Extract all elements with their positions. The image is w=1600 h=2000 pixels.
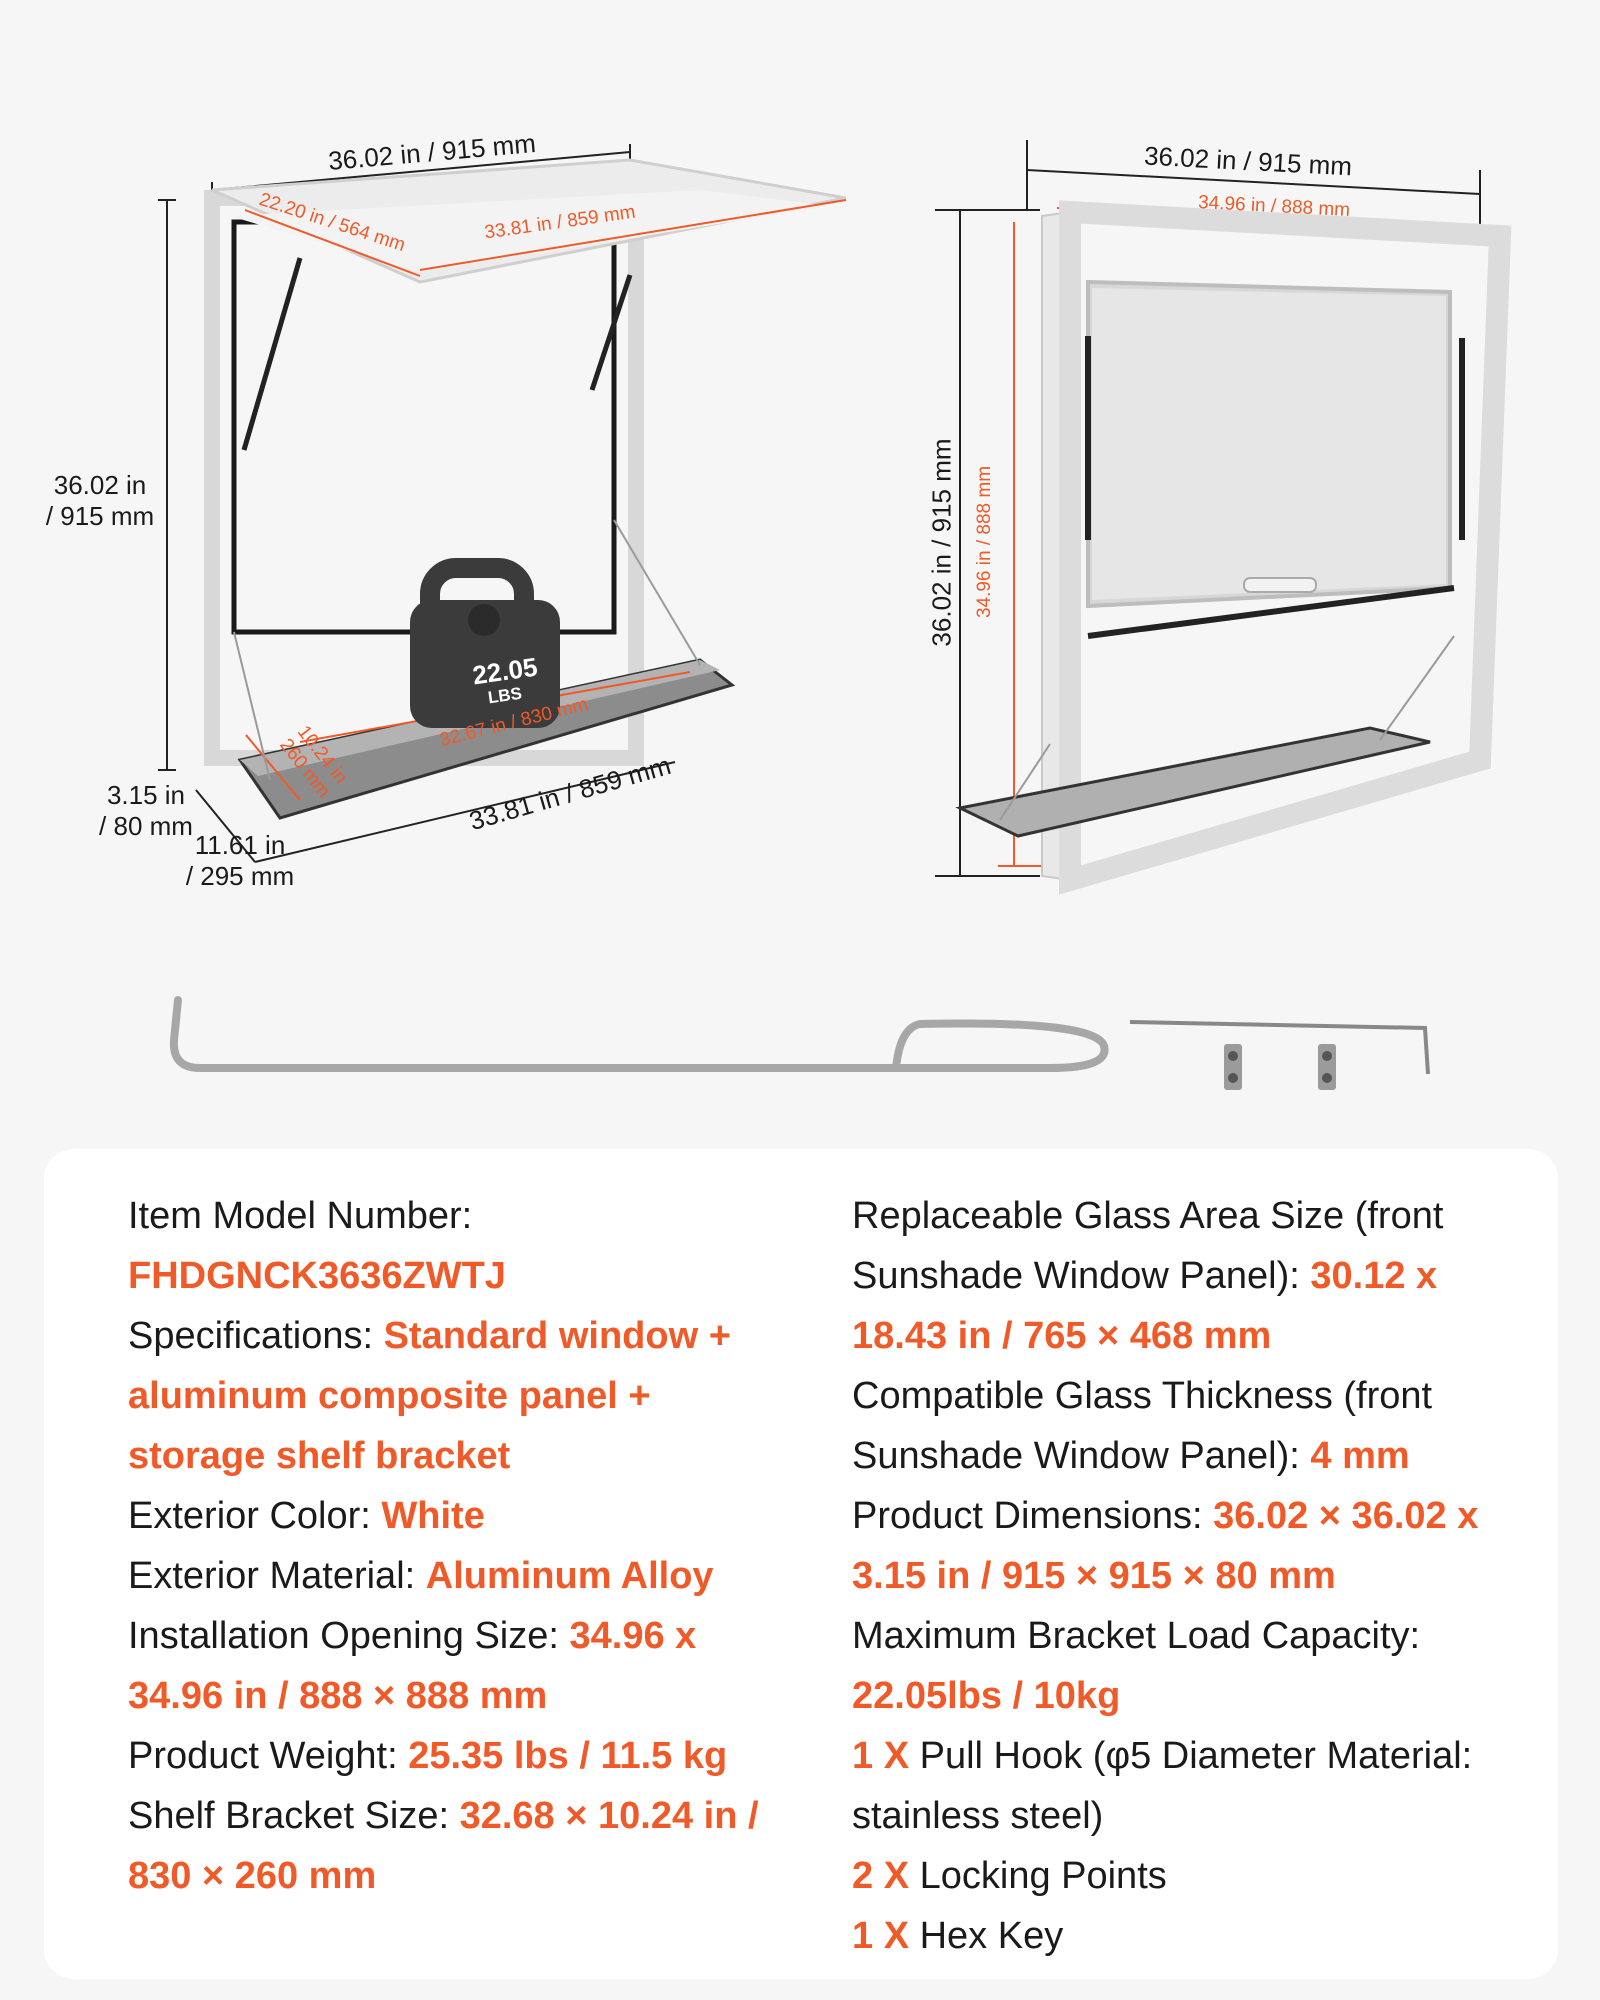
inner-height-label: 34.96 in / 888 mm: [974, 465, 996, 619]
height-label: 36.02 in / 915 mm: [40, 470, 160, 532]
specifications-card: Item Model Number: FHDGNCK3636ZWTJ Speci…: [44, 1149, 1558, 1979]
hex-key: [1129, 1020, 1430, 1075]
shelf-depth-label: 11.61 in / 295 mm: [180, 830, 300, 892]
locking-point-1: [1224, 1044, 1242, 1090]
depth-mm: / 80 mm: [99, 811, 193, 841]
spec-installation-opening: Installation Opening Size: 34.96 x 34.96…: [128, 1615, 697, 1717]
included-pull-hook: 1 X Pull Hook (φ5 Diameter Material: sta…: [852, 1735, 1473, 1837]
outer-height-label: 36.02 in / 915 mm: [926, 438, 957, 647]
height-mm: / 915 mm: [45, 501, 155, 531]
depth-label: 3.15 in / 80 mm: [96, 780, 196, 842]
product-illustrations: [158, 140, 1512, 1090]
included-locking-points: 2 X Locking Points: [852, 1855, 1167, 1897]
spec-exterior-material: Exterior Material: Aluminum Alloy: [128, 1555, 714, 1597]
specs-left-column: Item Model Number: FHDGNCK3636ZWTJ Speci…: [128, 1186, 788, 1906]
pull-hook: [169, 996, 1109, 1072]
spec-shelf-bracket-size: Shelf Bracket Size: 32.68 × 10.24 in / 8…: [128, 1795, 759, 1897]
spec-specifications: Specifications: Standard window + alumin…: [128, 1315, 731, 1477]
specs-right-column: Replaceable Glass Area Size (front Sunsh…: [852, 1186, 1512, 1966]
included-hex-key: 1 X Hex Key: [852, 1915, 1064, 1957]
locking-point-2: [1318, 1044, 1336, 1090]
spec-model-number: Item Model Number: FHDGNCK3636ZWTJ: [128, 1195, 506, 1297]
spec-max-load: Maximum Bracket Load Capacity: 22.05lbs …: [852, 1615, 1421, 1717]
spec-product-weight: Product Weight: 25.35 lbs / 11.5 kg: [128, 1735, 728, 1777]
spec-glass-thickness: Compatible Glass Thickness (front Sunsha…: [852, 1375, 1433, 1477]
shelf-depth-mm: / 295 mm: [185, 861, 295, 891]
spec-glass-area: Replaceable Glass Area Size (front Sunsh…: [852, 1195, 1444, 1357]
spec-product-dimensions: Product Dimensions: 36.02 × 36.02 x 3.15…: [852, 1495, 1479, 1597]
spec-exterior-color: Exterior Color: White: [128, 1495, 485, 1537]
depth-in: 3.15 in: [106, 780, 186, 810]
shelf-depth-in: 11.61 in: [194, 830, 286, 860]
left-window-view: [158, 144, 847, 863]
height-in: 36.02 in: [53, 470, 147, 500]
right-window-view: [935, 140, 1512, 895]
